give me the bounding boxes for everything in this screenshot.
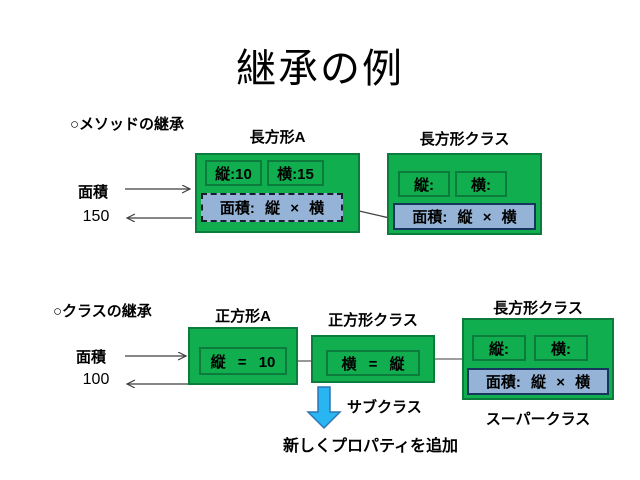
rect-a-width-field: 横:15 [267, 160, 324, 186]
subclass-down-arrow [306, 386, 342, 430]
square-class-width-field: 横 = 縦 [326, 350, 420, 376]
rect-a-area-formula-box: 面積: 縦 × 横 [201, 193, 343, 222]
square-class-title: 正方形クラス [328, 312, 418, 329]
slide-title: 継承の例 [236, 47, 404, 91]
class-section-heading: ○クラスの継承 [53, 303, 152, 320]
area-label-bottom: 面積 [76, 349, 107, 366]
area-label-top: 面積 [78, 184, 109, 201]
subclass-label: サブクラス [347, 399, 422, 416]
rect-class2-width-field: 横: [534, 335, 588, 361]
rect-class-height-field: 縦: [398, 171, 450, 197]
rect-class2-area-formula-box: 面積: 縦 × 横 [467, 368, 609, 395]
rect-class2-box: 縦: 横: 面積: 縦 × 横 [462, 318, 614, 400]
rect-class2-height-field: 縦: [472, 335, 526, 361]
area-result-top: 150 [82, 208, 110, 225]
rect-class2-title: 長方形クラス [493, 300, 583, 317]
rect-a-height-field: 縦:10 [205, 160, 262, 186]
rect-class-width-field: 横: [455, 171, 507, 197]
area-result-bottom: 100 [82, 371, 110, 388]
rect-a-title: 長方形A [249, 129, 306, 146]
rect-a-box: 縦:10 横:15 面積: 縦 × 横 [195, 153, 360, 233]
rect-class-title: 長方形クラス [419, 131, 510, 148]
square-a-height-field: 縦 = 10 [199, 347, 287, 375]
square-class-box: 横 = 縦 [311, 335, 435, 383]
new-property-note: 新しくプロパティを追加 [283, 438, 459, 455]
square-a-box: 縦 = 10 [188, 327, 298, 385]
square-a-title: 正方形A [215, 308, 271, 325]
superclass-label: スーパークラス [485, 411, 591, 428]
rect-class-area-formula-box: 面積: 縦 × 横 [393, 203, 536, 230]
method-section-heading: ○メソッドの継承 [70, 116, 185, 133]
rect-class-box: 縦: 横: 面積: 縦 × 横 [387, 153, 542, 235]
